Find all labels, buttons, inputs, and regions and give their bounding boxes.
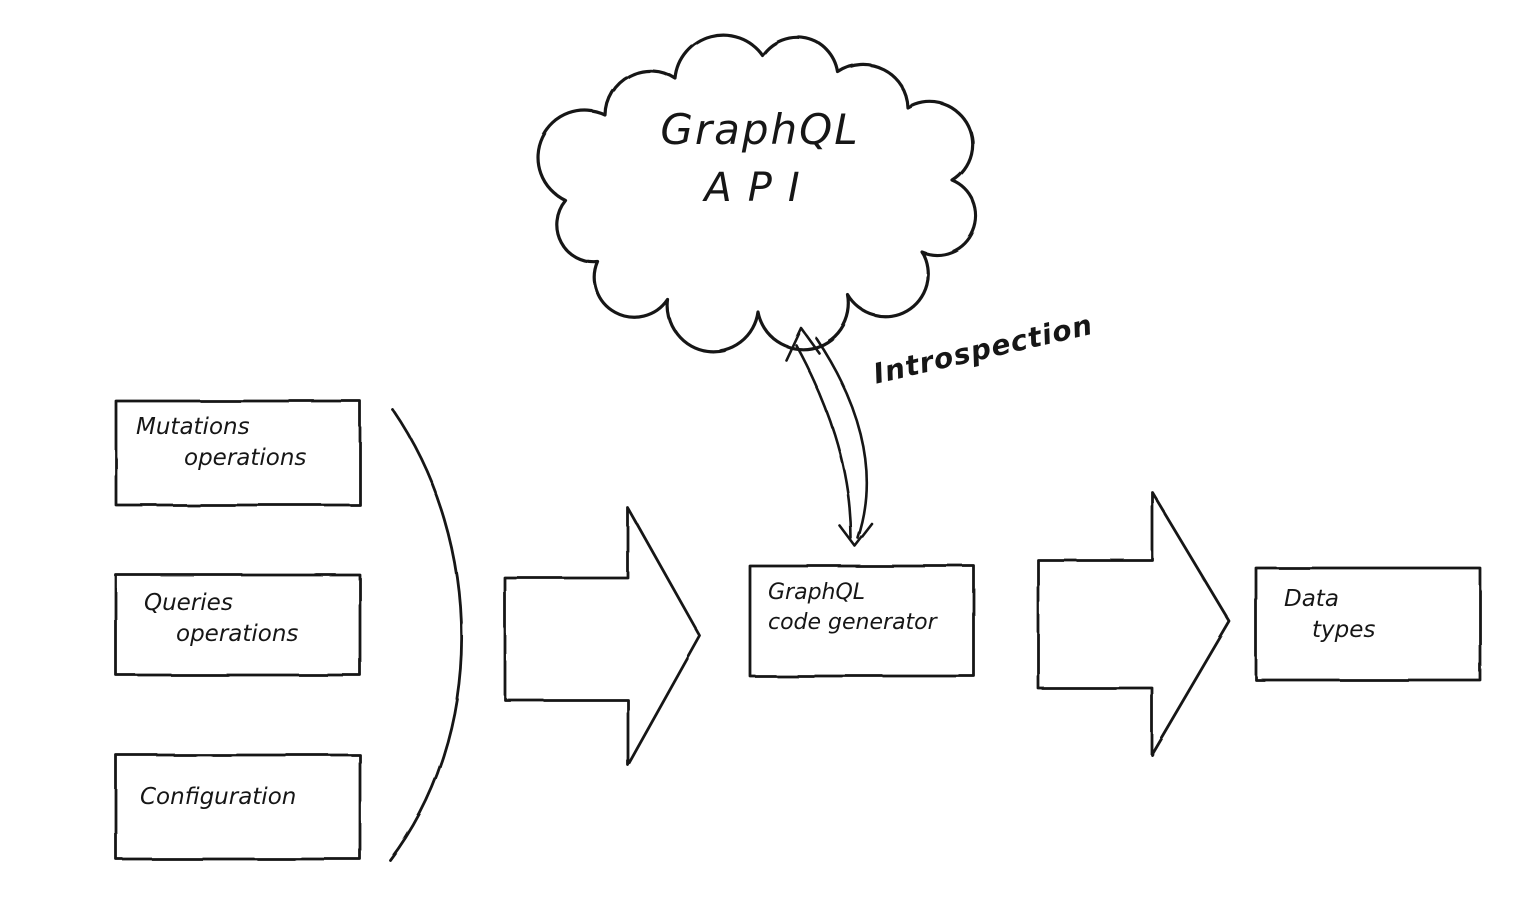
code-generator-box [748,564,976,678]
generator-line2: code generator [768,609,937,635]
grouping-arc [388,408,463,862]
configuration-label: Configuration [140,782,296,813]
queries-line1: Queries [144,590,233,616]
mutations-operations-label: Mutations operations [136,412,306,474]
configuration-box [114,753,362,861]
configuration-line1: Configuration [140,784,297,810]
mutations-operations-box [114,399,362,507]
graphql-api-cloud-label: GraphQL API [590,102,930,215]
introspection-arrowhead-top [784,326,821,362]
cloud-label-line2: API [704,164,816,211]
queries-line2: operations [176,621,299,648]
data-types-box [1254,566,1482,682]
mutations-line2: operations [184,445,307,472]
data-types-line1: Data [1284,586,1339,612]
cloud-label-line1: GraphQL [660,105,860,154]
mutations-line1: Mutations [136,414,250,440]
introspection-arrowhead-bottom [838,522,874,548]
data-types-label: Data types [1284,584,1375,646]
flow-arrow-right [1036,490,1232,757]
queries-operations-label: Queries operations [144,588,298,650]
graphql-api-cloud [536,33,978,353]
generator-line1: GraphQL [768,580,866,605]
data-types-line2: types [1312,617,1376,644]
flow-arrow-left [503,506,702,767]
introspection-arrow [784,326,874,548]
queries-operations-box [114,573,362,677]
code-generator-label: GraphQL code generator [768,578,937,637]
